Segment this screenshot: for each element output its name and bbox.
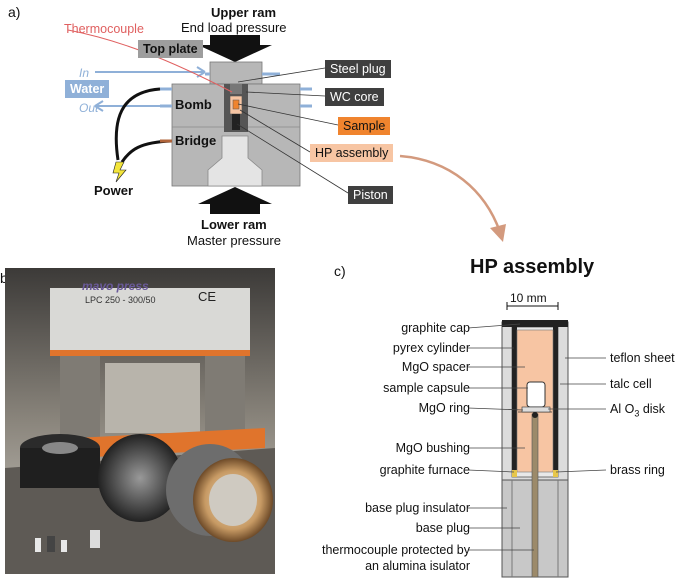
label-base-plug: base plug [415, 521, 470, 535]
master-pressure-label: Master pressure [187, 233, 281, 248]
thermocouple-rod [531, 413, 539, 578]
hp-assembly-title: HP assembly [470, 256, 595, 278]
upper-ram-arrow [198, 35, 272, 62]
lower-ram-label: Lower ram [201, 217, 267, 232]
sample-label: Sample [338, 117, 391, 135]
bridge-label: Bridge [175, 133, 217, 148]
press-brand: mavo press [82, 279, 149, 293]
press-photo: mavo press LPC 250 - 300/50 CE [5, 268, 275, 574]
top-plate-block [209, 61, 263, 85]
disk-text: disk [642, 402, 666, 416]
piston-label: Piston [348, 186, 393, 204]
end-load-label: End load pressure [181, 20, 287, 35]
label-base-plug-insulator: base plug insulator [365, 501, 470, 515]
panel-c-label: c) [334, 263, 346, 279]
press-photo-drawing [5, 268, 275, 574]
label-mgo-spacer: MgO spacer [401, 360, 470, 374]
water-in-label: In [79, 66, 90, 80]
top-plate-label: Top plate [138, 40, 203, 58]
label-teflon-sheet: teflon sheet [610, 351, 675, 365]
lower-anvil [207, 135, 263, 187]
subscript-3: 3 [634, 408, 640, 419]
sample-box [232, 99, 240, 110]
label-al2o3-disk: Al O3 disk [610, 403, 665, 419]
label-pyrex-cylinder: pyrex cylinder [392, 341, 470, 355]
label-graphite-furnace: graphite furnace [379, 463, 470, 477]
label-thermocouple-line2: an alumina isulator [365, 559, 470, 573]
press-model: LPC 250 - 300/50 [85, 295, 156, 305]
sample-capsule [526, 381, 546, 408]
water-label: Water [65, 80, 110, 98]
bomb-label: Bomb [175, 97, 212, 112]
wc-core-label: WC core [325, 88, 384, 106]
water-out-label: Out [79, 101, 99, 115]
thermocouple-label: Thermocouple [64, 22, 144, 36]
al-o-text: Al O [610, 402, 635, 416]
label-brass-ring: brass ring [610, 463, 665, 477]
label-mgo-bushing: MgO bushing [395, 441, 470, 455]
label-thermocouple-line1: thermocouple protected by [321, 543, 470, 557]
scale-bar-label: 10 mm [510, 291, 547, 305]
curved-arrow [399, 154, 502, 233]
power-bolt-icon [112, 161, 127, 183]
label-talc-cell: talc cell [610, 377, 652, 391]
label-sample-capsule: sample capsule [383, 381, 470, 395]
label-mgo-ring: MgO ring [418, 401, 470, 415]
lower-ram-arrow [198, 187, 272, 214]
power-label: Power [94, 183, 134, 198]
hp-assembly-label: HP assembly [310, 144, 394, 162]
ce-mark: CE [198, 289, 217, 304]
steel-plug-label: Steel plug [325, 60, 391, 78]
piston-box [232, 114, 240, 130]
label-graphite-cap: graphite cap [401, 321, 470, 335]
upper-ram-label: Upper ram [211, 5, 277, 20]
graphite-cap [502, 320, 568, 327]
panel-a-label: a) [8, 4, 21, 20]
